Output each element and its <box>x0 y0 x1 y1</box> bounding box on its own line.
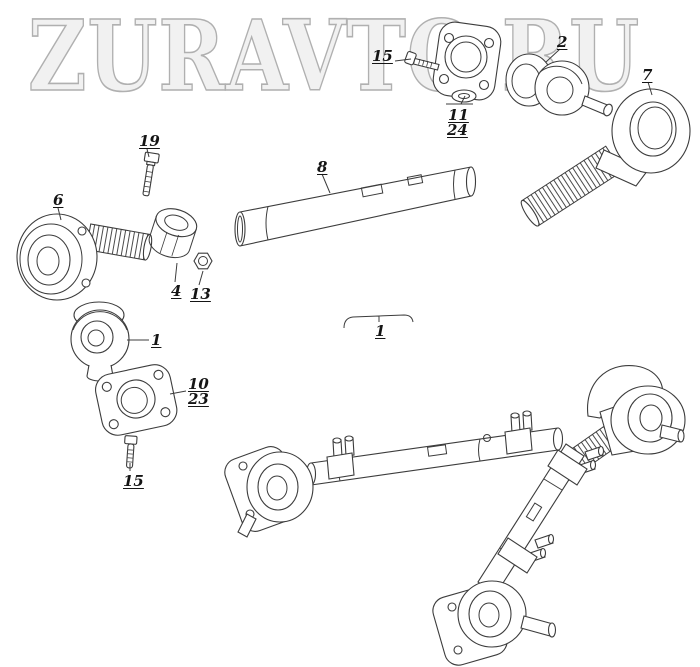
rod-clamp-a <box>326 435 355 480</box>
rod-clamp-c <box>547 445 605 486</box>
mounting-flange-top <box>432 21 502 103</box>
rod-clamp-b <box>504 410 533 455</box>
callout-2: 2 <box>557 33 568 51</box>
callout-19: 19 <box>139 132 160 150</box>
assembled-torque-rods <box>224 365 686 666</box>
leader-lines <box>57 48 653 471</box>
callout-4: 4 <box>171 282 182 300</box>
clamp-4 <box>148 208 198 259</box>
callout-8: 8 <box>317 158 328 176</box>
clamp-bolt-19 <box>142 151 160 197</box>
callout-15-bottom: 15 <box>123 472 144 490</box>
callout-23: 23 <box>188 390 209 408</box>
callout-13: 13 <box>190 285 211 303</box>
nut-13 <box>193 252 213 270</box>
assembled-rod-end-right <box>553 365 686 482</box>
assembled-joint-bottom <box>432 580 557 666</box>
callout-1-left: 1 <box>151 331 162 349</box>
mounting-flange-left <box>95 364 178 436</box>
ball-joint-1 <box>70 301 130 382</box>
bolt-small-top <box>404 51 440 71</box>
callout-10: 10 <box>188 375 209 393</box>
ball-joint-upper <box>505 53 613 117</box>
callout-1-center: 1 <box>375 322 386 340</box>
callout-6: 6 <box>53 191 64 209</box>
callout-7: 7 <box>642 66 653 84</box>
callout-15-top: 15 <box>372 47 393 65</box>
assembled-joint-left <box>224 446 314 538</box>
bolt-small-bottom <box>124 435 138 469</box>
callout-11: 11 <box>448 106 469 124</box>
tube-8 <box>234 166 477 247</box>
rod-clamp-d <box>497 533 555 574</box>
rod-end-eye-right <box>520 88 691 227</box>
callout-24: 24 <box>447 121 468 139</box>
rod-end-cup-left <box>16 213 153 301</box>
